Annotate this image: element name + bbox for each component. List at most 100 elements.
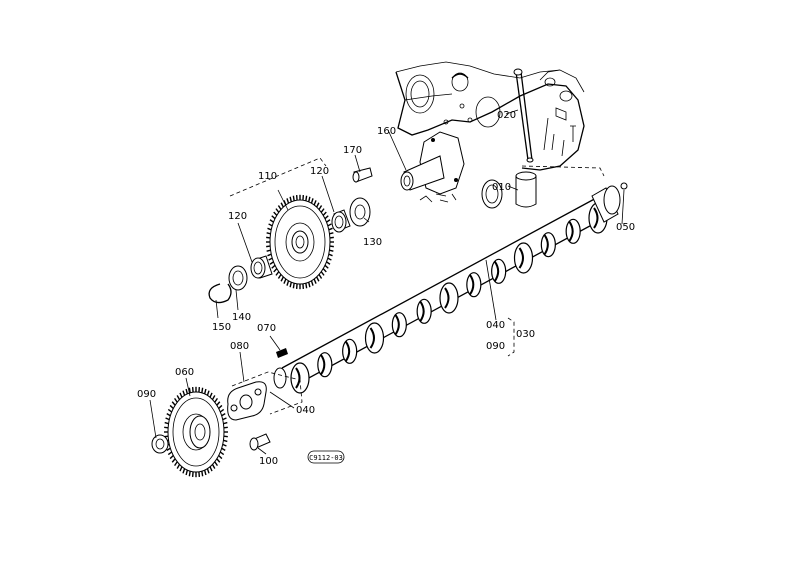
gear-tooth bbox=[286, 198, 290, 204]
gear-tooth bbox=[322, 268, 327, 273]
label-050: 050 bbox=[616, 222, 635, 233]
pin-050 bbox=[620, 182, 628, 190]
gear-tooth bbox=[223, 426, 228, 429]
label-040-lower: 040 bbox=[296, 405, 315, 416]
gear-tooth bbox=[223, 435, 228, 438]
gear-tooth bbox=[269, 261, 274, 265]
washer-090 bbox=[151, 434, 169, 454]
bolt-100 bbox=[249, 433, 271, 451]
idle-gear-110 bbox=[266, 194, 334, 290]
gear-tooth bbox=[292, 283, 295, 289]
lobe-shading bbox=[468, 274, 475, 296]
gear-tooth bbox=[310, 198, 314, 204]
gear-tooth bbox=[280, 202, 284, 208]
gear-tooth bbox=[271, 215, 276, 220]
gear-tooth bbox=[169, 455, 174, 460]
lobe-shading bbox=[444, 287, 450, 309]
gear-tooth bbox=[167, 408, 173, 413]
label-120-lower: 120 bbox=[228, 211, 247, 222]
gear-tooth bbox=[214, 398, 218, 403]
gear-tooth bbox=[206, 468, 210, 474]
label-040-upper: 040 bbox=[486, 320, 505, 331]
push-rod-020 bbox=[513, 68, 534, 163]
diagram-stamp-text: C9112-03 bbox=[309, 454, 343, 462]
gear-tooth bbox=[326, 261, 331, 265]
key-070 bbox=[276, 348, 288, 358]
gear-tooth bbox=[275, 208, 280, 213]
gear-tooth bbox=[206, 390, 210, 396]
gear-tooth bbox=[221, 413, 226, 417]
lobe-shading bbox=[593, 207, 599, 229]
gear-tooth bbox=[182, 468, 186, 474]
gear-tooth bbox=[273, 211, 278, 216]
engine-block bbox=[395, 61, 605, 209]
gear-tooth bbox=[223, 439, 228, 443]
gear-tooth bbox=[182, 390, 186, 396]
camshaft-040 bbox=[273, 185, 621, 394]
gear-tooth bbox=[268, 257, 273, 261]
gear-tooth bbox=[313, 278, 317, 284]
gear-tooth bbox=[221, 447, 226, 451]
gear-tooth bbox=[174, 461, 178, 466]
gear-tooth bbox=[218, 404, 223, 409]
gear-tooth bbox=[209, 392, 213, 398]
gear-tooth bbox=[320, 208, 325, 213]
gear-tooth bbox=[214, 461, 218, 466]
gear-tooth bbox=[176, 395, 181, 400]
gear-tooth bbox=[277, 274, 282, 279]
gear-tooth bbox=[203, 469, 207, 476]
gear-tooth bbox=[305, 283, 308, 289]
gear-tooth bbox=[286, 280, 290, 286]
gear-tooth bbox=[267, 253, 272, 257]
lobe-shading bbox=[319, 354, 326, 376]
gear-tooth bbox=[185, 388, 189, 395]
label-020: 020 bbox=[497, 110, 516, 121]
label-080: 080 bbox=[230, 341, 249, 352]
gear-tooth bbox=[329, 236, 334, 239]
lobe-shading bbox=[369, 327, 375, 349]
gear-tooth bbox=[188, 471, 191, 477]
circlip-150 bbox=[208, 283, 232, 304]
lobe-shading bbox=[419, 300, 425, 322]
gear-tooth bbox=[166, 447, 171, 451]
gear-tooth bbox=[316, 276, 320, 282]
gear-tooth bbox=[219, 408, 225, 413]
gear-tooth bbox=[320, 271, 325, 276]
bearing-housing-160 bbox=[400, 131, 465, 195]
label-070: 070 bbox=[257, 323, 276, 334]
gear-tooth bbox=[164, 421, 169, 425]
gear-tooth bbox=[329, 232, 334, 235]
thrust-plate-080 bbox=[227, 381, 267, 421]
gear-tooth bbox=[289, 282, 292, 288]
gear-tooth bbox=[185, 469, 189, 476]
gear-tooth bbox=[327, 223, 332, 227]
label-090-lower: 090 bbox=[137, 389, 156, 400]
gear-tooth bbox=[201, 471, 204, 477]
gear-tooth bbox=[203, 388, 207, 395]
gear-tooth bbox=[167, 451, 173, 456]
gear-tooth bbox=[308, 196, 311, 202]
gear-tooth bbox=[267, 227, 272, 231]
gear-tooth bbox=[211, 464, 216, 469]
gear-tooth bbox=[275, 271, 280, 276]
gear-tooth bbox=[222, 443, 227, 447]
gear-tooth bbox=[219, 451, 225, 456]
gear-tooth bbox=[277, 205, 282, 210]
gear-tooth bbox=[218, 455, 223, 460]
gear-tooth bbox=[329, 249, 334, 252]
gear-tooth bbox=[269, 219, 274, 223]
label-090-upper: 090 bbox=[486, 341, 505, 352]
gear-tooth bbox=[166, 413, 171, 417]
gear-tooth bbox=[223, 421, 228, 425]
label-060: 060 bbox=[175, 367, 194, 378]
washer-130 bbox=[349, 197, 371, 227]
gear-tooth bbox=[318, 205, 323, 210]
gear-tooth bbox=[188, 387, 191, 393]
gear-tooth bbox=[326, 219, 331, 223]
collar-120-lower bbox=[250, 255, 273, 279]
gear-tooth bbox=[209, 466, 213, 472]
lobe-shading bbox=[394, 314, 400, 336]
label-160: 160 bbox=[377, 126, 396, 137]
gear-tooth bbox=[176, 464, 181, 469]
